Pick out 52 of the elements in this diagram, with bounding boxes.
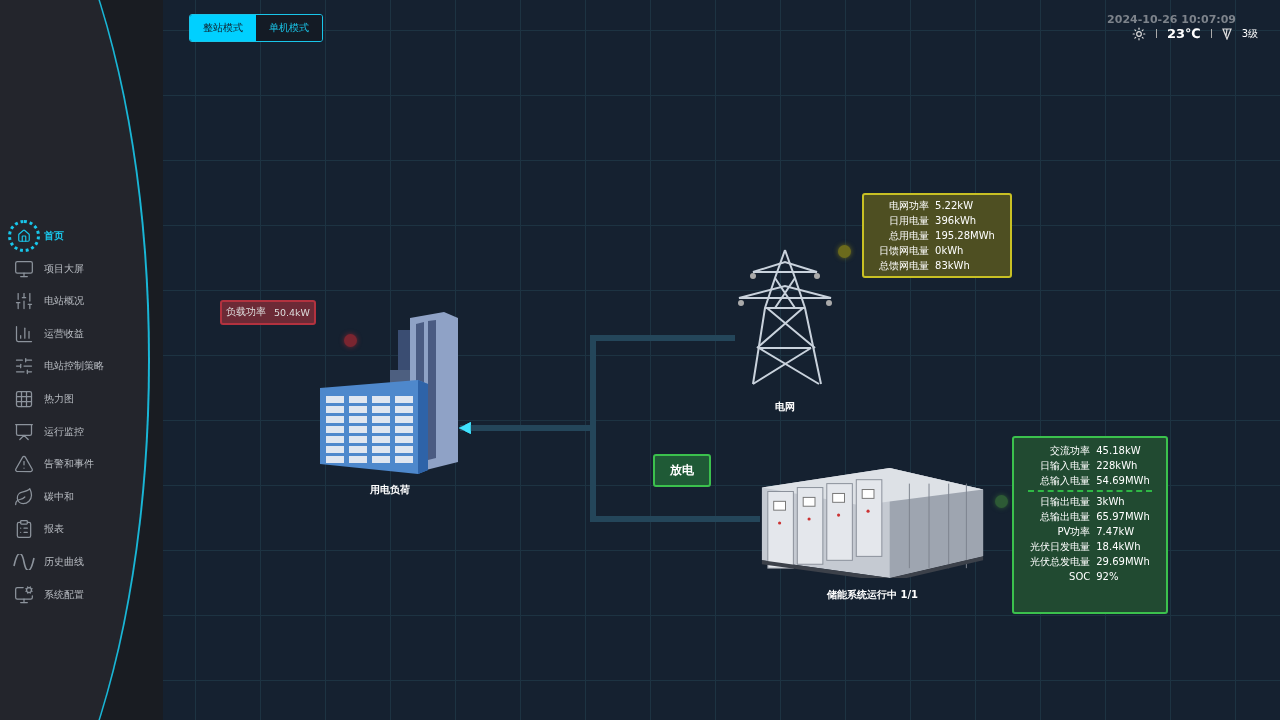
metric-value: 7.47kW (1096, 525, 1136, 538)
menu-item: 历史曲线 (44, 554, 84, 569)
temperature: 23℃ (1167, 26, 1201, 41)
data-panel (1012, 436, 1168, 614)
grid-label: 电网 (775, 400, 795, 414)
metric-value: 83kWh (935, 259, 971, 272)
metric-name: SOC (1068, 570, 1091, 583)
metric-value: 195.28MWh (935, 229, 995, 242)
load-power-tag: 负载功率 50.4kW (220, 300, 316, 325)
data-panel (862, 193, 1012, 278)
metric-name: 光伏日发电量 (1030, 540, 1091, 553)
metric-name: 日用电量 (888, 214, 930, 227)
metric-value: 54.69MWh (1096, 474, 1150, 487)
mode-tab: 单机模式 (256, 15, 322, 41)
metric-name: 总输入电量 (1039, 474, 1091, 487)
menu-item: 报表 (44, 522, 64, 537)
storage-label: 储能系统运行中 1/1 (826, 588, 919, 602)
menu-item: 电站概况 (44, 294, 84, 309)
menu-item: 告警和事件 (44, 457, 94, 472)
menu-item: 运营收益 (44, 326, 84, 341)
metric-name: 总用电量 (888, 229, 930, 242)
metric-name: 日输出电量 (1039, 495, 1091, 508)
date-time: 2024-10-26 10:07:09 (1107, 13, 1236, 26)
discharge-status-tag: 放电 (653, 454, 711, 487)
wind-level: 3级 (1241, 26, 1259, 41)
metric-name: 日输入电量 (1039, 459, 1091, 472)
menu-item: 运行监控 (44, 424, 84, 439)
menu-item: 碳中和 (44, 489, 74, 504)
menu-item: 系统配置 (44, 587, 84, 602)
metric-name: 交流功率 (1049, 444, 1091, 457)
metric-value: 65.97MWh (1096, 510, 1150, 523)
metric-value: 92% (1096, 570, 1120, 583)
metric-name: 日馈网电量 (879, 244, 930, 257)
metric-value: 0kWh (935, 244, 965, 257)
metric-name: 总馈网电量 (879, 259, 930, 272)
metric-name: 光伏总发电量 (1030, 555, 1091, 568)
metric-value: 5.22kW (935, 199, 975, 212)
metric-value: 3kWh (1096, 495, 1126, 508)
metric-value: 45.18kW (1096, 444, 1142, 457)
metric-value: 396kWh (935, 214, 978, 227)
metric-value: 18.4kWh (1096, 540, 1142, 553)
load-label: 用电负荷 (370, 483, 410, 497)
metric-name: 总输出电量 (1039, 510, 1091, 523)
mode-tab: 整站模式 (190, 15, 256, 41)
menu-item: 电站控制策略 (44, 359, 104, 374)
menu-item: 首页 (44, 229, 64, 243)
metric-value: 228kWh (1096, 459, 1139, 472)
menu-item: 热力图 (44, 391, 74, 406)
metric-name: 电网功率 (888, 199, 930, 212)
metric-value: 29.69MWh (1096, 555, 1150, 568)
metric-name: PV功率 (1056, 525, 1091, 538)
menu-item: 项目大屏 (44, 261, 84, 276)
